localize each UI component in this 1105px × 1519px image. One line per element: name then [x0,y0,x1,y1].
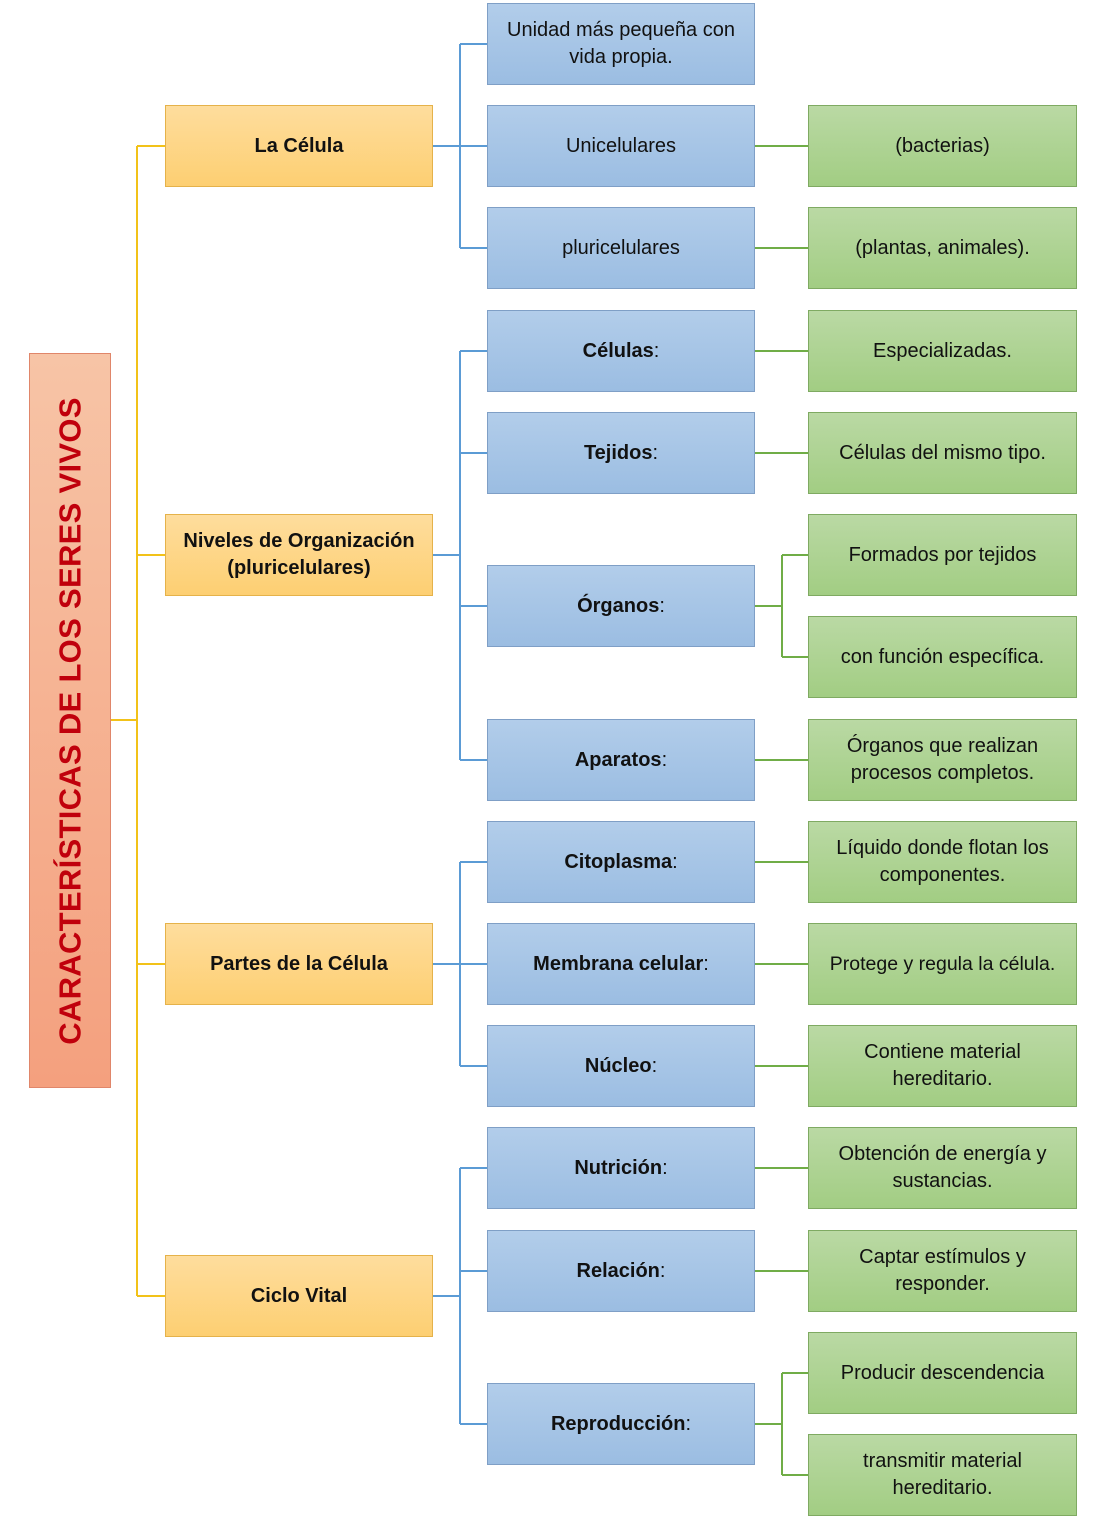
detail-descendencia: Producir descendencia [808,1332,1077,1414]
node-label: Aparatos [574,748,662,771]
node-label: pluricelulares [562,236,680,259]
node-tejidos: Tejidos: [487,412,755,494]
detail-estimulos: Captar estímulos y responder. [808,1230,1077,1312]
category-label: Ciclo Vital [250,1284,348,1307]
node-suffix: : [661,748,668,771]
node-relacion: Relación: [487,1230,755,1312]
node-citoplasma: Citoplasma: [487,821,755,903]
root-connectors [110,145,165,1297]
node-suffix: : [651,1054,658,1077]
node-organos: Órganos: [487,565,755,647]
node-suffix: : [703,952,709,975]
node-label: Membrana celular [533,952,704,975]
detail-energia-sustancias: Obtención de energía y sustancias. [808,1127,1077,1209]
node-suffix: : [653,339,660,362]
node-suffix: : [672,850,678,873]
node-label: Citoplasma [564,850,673,873]
node-suffix: : [685,1412,691,1435]
node-label: Unidad más pequeña con vida propia. [507,19,735,68]
node-nucleo: Núcleo: [487,1025,755,1107]
node-suffix: : [659,594,665,617]
node-label: Relación [576,1259,660,1282]
detail-liquido-componentes: Líquido donde flotan los componentes. [808,821,1077,903]
category-la-celula: La Célula [165,105,433,187]
detail-material-hereditario: Contiene material hereditario. [808,1025,1077,1107]
node-unidad: Unidad más pequeña con vida propia. [487,3,755,85]
category-partes-celula: Partes de la Célula [165,923,433,1005]
node-membrana-celular: Membrana celular: [487,923,755,1005]
node-suffix: : [652,441,659,464]
node-reproduccion: Reproducción: [487,1383,755,1465]
detail-funcion-especifica: con función específica. [808,616,1077,698]
detail-transmitir-material: transmitir material hereditario. [808,1434,1077,1516]
detail-especializadas: Especializadas. [808,310,1077,392]
detail-bacterias: (bacterias) [808,105,1077,187]
node-celulas: Células: [487,310,755,392]
root-title: CARACTERÍSTICAS DE LOS SERES VIVOS [52,396,88,1045]
root-node: CARACTERÍSTICAS DE LOS SERES VIVOS [29,353,111,1088]
node-nutricion: Nutrición: [487,1127,755,1209]
category-label: Partes de la Célula [210,952,388,975]
detail-plantas-animales: (plantas, animales). [808,207,1077,289]
node-unicelulares: Unicelulares [487,105,755,187]
detail-protege-regula: Protege y regula la célula. [808,923,1077,1005]
node-label: Reproducción [550,1412,686,1435]
node-label: Células [582,339,654,362]
node-suffix: : [662,1156,668,1179]
category-niveles-organizacion: Niveles de Organización (pluricelulares) [165,514,433,596]
category-label: Niveles de Organización (pluricelulares) [183,530,415,579]
detail-organos-procesos: Órganos que realizan procesos completos. [808,719,1077,801]
node-label: Núcleo [584,1054,652,1077]
node-aparatos: Aparatos: [487,719,755,801]
detail-celulas-mismo-tipo: Células del mismo tipo. [808,412,1077,494]
detail-connectors [754,145,808,1476]
node-label: Órganos [577,594,660,617]
category-label: La Célula [254,134,344,157]
node-label: Nutrición [574,1156,663,1179]
node-label: Tejidos [583,441,653,464]
node-suffix: : [659,1259,666,1282]
category-connectors [432,43,487,1425]
detail-formados-por-tejidos: Formados por tejidos [808,514,1077,596]
node-label: Unicelulares [565,134,677,157]
category-ciclo-vital: Ciclo Vital [165,1255,433,1337]
node-pluricelulares: pluricelulares [487,207,755,289]
